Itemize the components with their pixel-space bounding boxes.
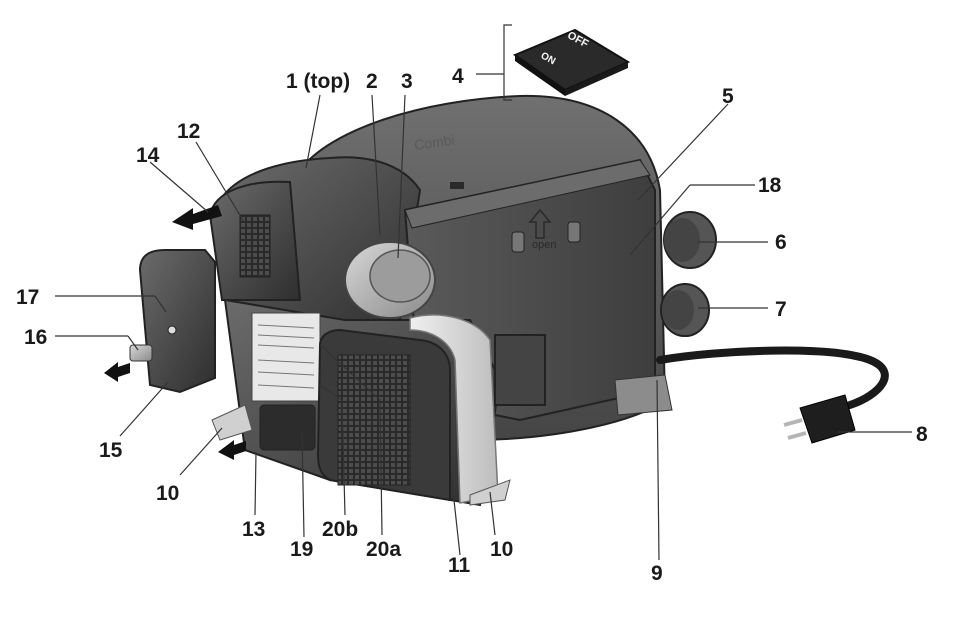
callout-10-left: 10 [156,482,179,505]
callout-20a: 20a [366,538,401,561]
open-label: open [532,239,556,251]
air-duct-inner [369,249,431,303]
callout-6: 6 [775,231,787,254]
arrow-inlet-16 [104,362,130,382]
heater-unit: open Combi [129,94,889,507]
callout-20b: 20b [322,518,358,541]
callout-2: 2 [366,70,378,93]
callout-8: 8 [916,423,928,446]
callout-12: 12 [177,120,200,143]
upper-grille [239,214,271,278]
callout-17: 17 [16,286,39,309]
callout-11: 11 [448,554,471,577]
callout-4: 4 [452,65,464,88]
power-cord [656,346,889,409]
callout-14: 14 [136,144,160,167]
arrow-inlet-13 [218,440,246,460]
front-grille [337,354,411,486]
control-box [138,249,216,394]
callout-9: 9 [651,562,663,585]
callout-18: 18 [758,174,782,197]
mounting-foot-rear [614,374,673,416]
callout-5: 5 [722,85,734,108]
callout-1-top: 1 (top) [286,70,350,93]
callout-16: 16 [24,326,47,349]
callout-3: 3 [401,70,413,93]
on-off-switch: OFF ON [512,28,631,96]
callout-13: 13 [242,518,265,541]
arrow-exhaust-14 [172,205,222,230]
callout-19: 19 [290,538,313,561]
callout-15: 15 [99,439,123,462]
callout-10-right: 10 [490,538,513,561]
brand-label: Combi [413,131,455,152]
callout-7: 7 [775,298,787,321]
power-plug [799,394,856,444]
gas-inlet-connector [129,344,153,362]
callout-labels: 1 (top) 2 3 4 5 18 6 7 8 9 10 11 20a 20b… [16,65,928,585]
leader-lines [55,73,912,561]
flow-arrows [104,205,246,460]
